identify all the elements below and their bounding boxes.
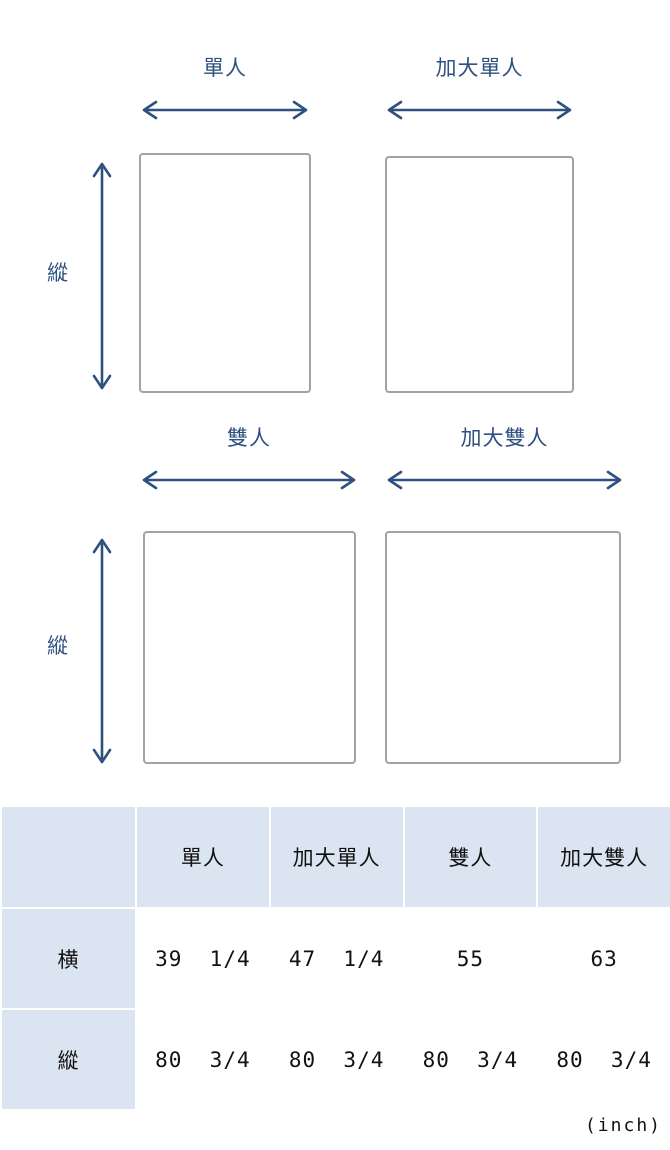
table-col-header-extra-single: 加大單人 <box>268 805 405 909</box>
width-arrow-extra-double <box>387 470 622 490</box>
table-cell-width-single: 39 1/4 <box>135 907 271 1010</box>
diagram-axis-label-vertical-row-1: 縱 <box>47 261 68 285</box>
width-arrow-double <box>142 470 356 490</box>
height-arrow-row-1 <box>92 162 112 390</box>
table-cell-width-double: 55 <box>402 907 539 1010</box>
table-corner-cell <box>0 805 137 909</box>
table-cell-length-single: 80 3/4 <box>135 1008 271 1111</box>
mattress-size-diagram: 單人 加大單人 縱 雙人 加大雙人 縱 <box>47 56 622 764</box>
width-arrow-single <box>142 100 308 120</box>
unit-note: (inch) <box>584 1115 662 1136</box>
table-row-header-width: 横 <box>0 907 137 1010</box>
mattress-box-double <box>143 531 356 764</box>
table-header-row: 單人 加大單人 雙人 加大雙人 <box>0 805 670 909</box>
table-cell-length-double: 80 3/4 <box>402 1008 539 1111</box>
diagram-label-single: 單人 <box>203 56 247 80</box>
table-cell-width-extra-double: 63 <box>536 907 670 1010</box>
table-col-header-extra-double: 加大雙人 <box>536 805 670 909</box>
width-arrow-extra-single <box>387 100 572 120</box>
mattress-box-extra-single <box>385 156 574 393</box>
diagram-axis-label-vertical-row-2: 縱 <box>47 634 68 658</box>
height-arrow-row-2 <box>92 538 112 764</box>
mattress-box-extra-double <box>385 531 621 764</box>
table-col-header-single: 單人 <box>135 805 271 909</box>
table-col-header-double: 雙人 <box>402 805 539 909</box>
table-cell-length-extra-double: 80 3/4 <box>536 1008 670 1111</box>
diagram-label-extra-double: 加大雙人 <box>460 426 549 450</box>
size-table: 單人 加大單人 雙人 加大雙人 横 39 1/4 47 1/4 55 63 縱 … <box>0 805 670 1111</box>
table-cell-width-extra-single: 47 1/4 <box>268 907 405 1010</box>
diagram-label-double: 雙人 <box>227 426 271 450</box>
table-cell-length-extra-single: 80 3/4 <box>268 1008 405 1111</box>
mattress-box-single <box>139 153 311 393</box>
table-row: 横 39 1/4 47 1/4 55 63 <box>0 907 670 1010</box>
table-row: 縱 80 3/4 80 3/4 80 3/4 80 3/4 <box>0 1008 670 1111</box>
diagram-label-extra-single: 加大單人 <box>435 56 524 80</box>
table-row-header-length: 縱 <box>0 1008 137 1111</box>
